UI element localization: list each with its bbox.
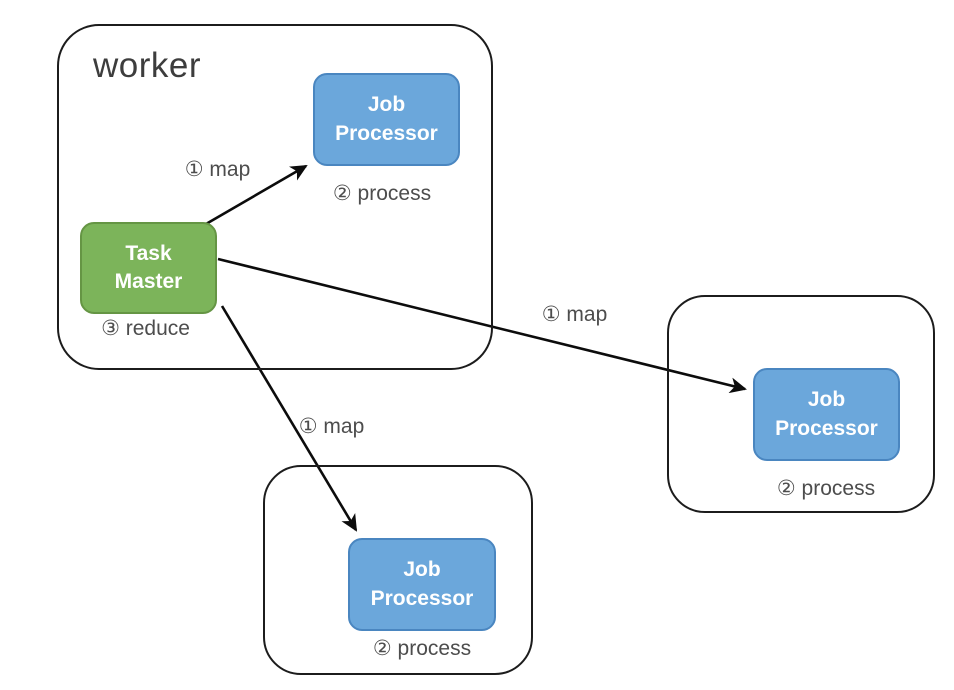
annotation-map-bottom: ① map — [298, 415, 365, 438]
job-processor-label: Job Processor — [370, 558, 474, 610]
annotation-map-right: ① map — [541, 303, 608, 326]
job-processor-label: Job Processor — [335, 93, 438, 145]
task-master-label: Task Master — [114, 241, 183, 293]
job-processor-label: Job Processor — [775, 388, 878, 440]
worker-container-title: worker — [93, 46, 202, 85]
annotation-reduce: ③ reduce — [101, 317, 190, 340]
job-processor-node-right: Job Processor — [753, 368, 900, 461]
job-processor-node-top: Job Processor — [313, 73, 460, 166]
annotation-map-top: ① map — [184, 158, 251, 181]
remote-container-right — [667, 295, 935, 513]
annotation-process-bottom: ② process — [372, 637, 472, 660]
remote-container-bottom — [263, 465, 533, 675]
worker-container — [57, 24, 493, 370]
annotation-process-right: ② process — [776, 477, 876, 500]
task-master-node: Task Master — [80, 222, 217, 314]
job-processor-node-bottom: Job Processor — [348, 538, 496, 631]
annotation-process-top: ② process — [332, 182, 432, 205]
